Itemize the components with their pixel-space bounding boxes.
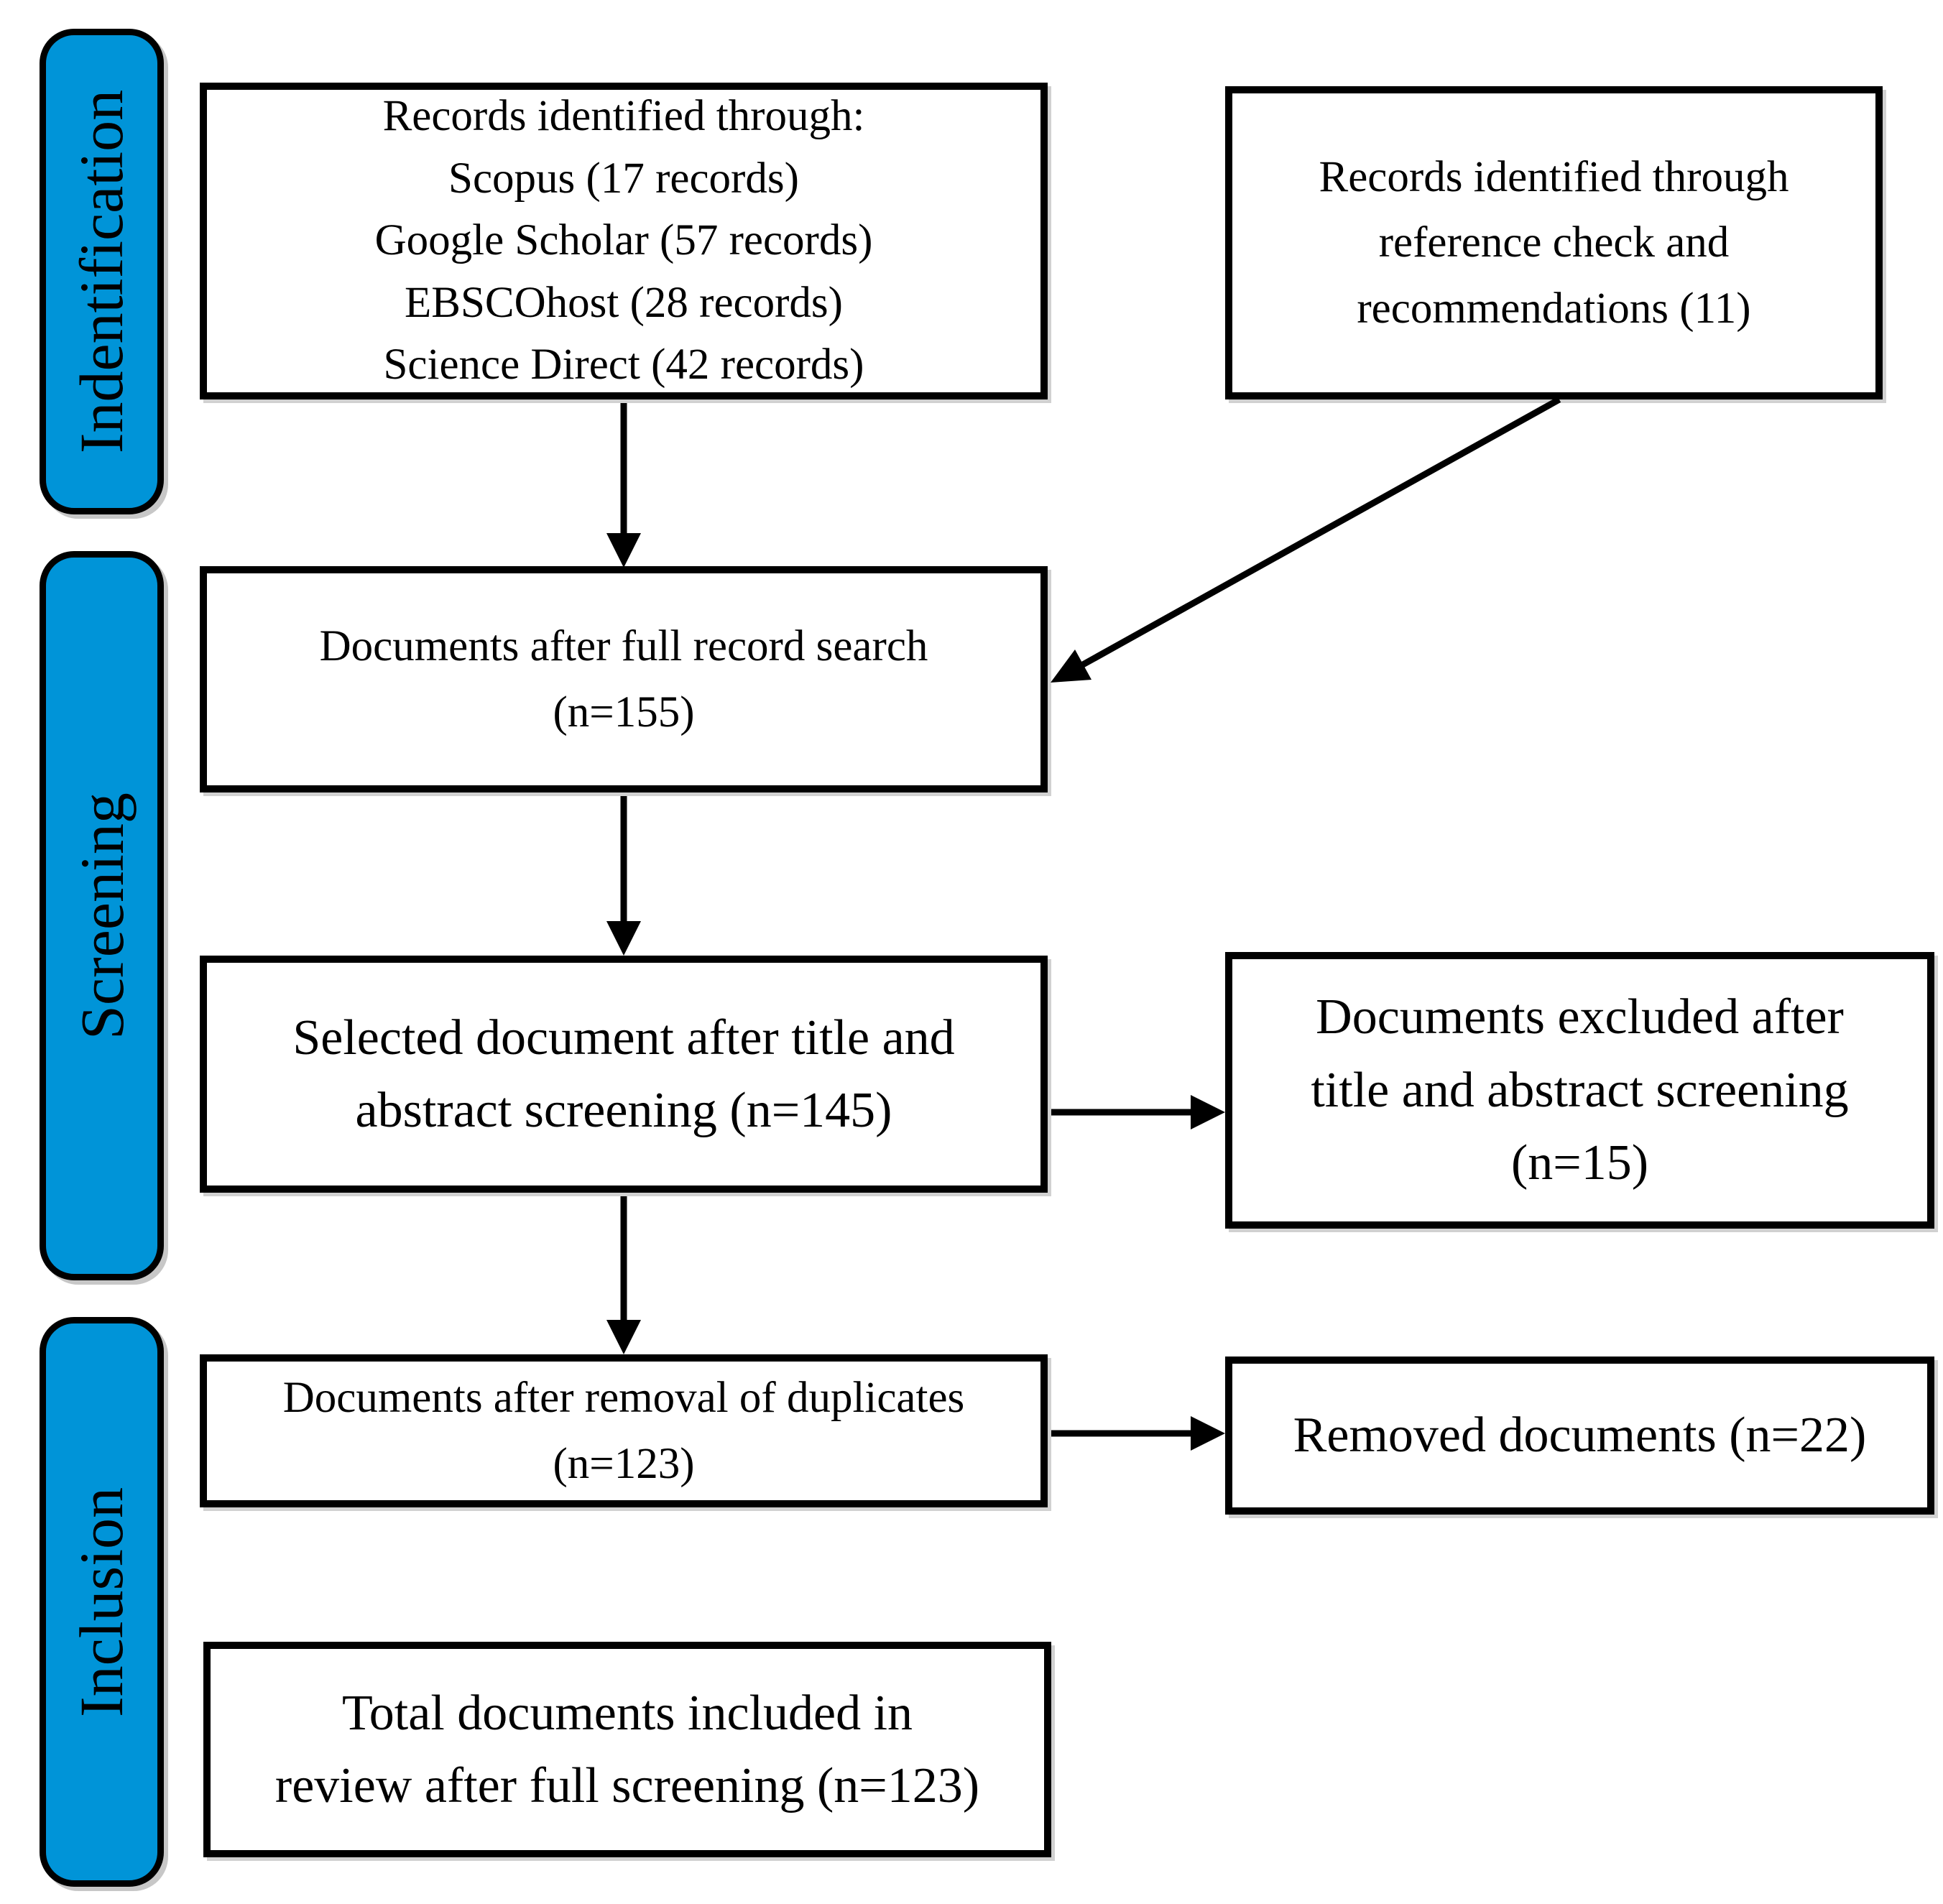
box-total-included-line: Total documents included in (341, 1685, 913, 1741)
arrowhead-selected-to-duplicates (606, 1320, 641, 1354)
arrow-reference-to-fullsearch (1081, 397, 1561, 667)
box-after-duplicate-removal-line: (n=123) (553, 1439, 695, 1488)
box-excluded-after-screening-line: (n=15) (1510, 1135, 1649, 1191)
box-full-record-search: Documents after full record search (n=15… (200, 566, 1048, 792)
box-selected-after-screening-line: abstract screening (n=145) (355, 1083, 892, 1138)
box-total-included: Total documents included in review after… (203, 1642, 1051, 1857)
box-excluded-after-screening-line: title and abstract screening (1311, 1062, 1849, 1118)
box-records-identified-line: Science Direct (42 records) (383, 341, 864, 389)
arrowhead-fullsearch-to-selected (606, 921, 641, 956)
stage-screening: Screening (40, 551, 164, 1280)
box-records-identified: Records identified through: Scopus (17 r… (200, 83, 1048, 399)
box-records-identified-line: Records identified through: (382, 91, 865, 140)
box-removed-documents-line: Removed documents (n=22) (1293, 1408, 1867, 1464)
stage-identification-label: Indentification (67, 89, 137, 454)
box-excluded-after-screening: Documents excluded after title and abstr… (1225, 952, 1934, 1229)
stage-inclusion: Inclusion (40, 1317, 164, 1887)
box-excluded-after-screening-line: Documents excluded after (1316, 989, 1844, 1045)
box-selected-after-screening: Selected document after title and abstra… (200, 956, 1048, 1193)
arrowhead-identified-to-fullsearch (606, 533, 641, 568)
stage-screening-label: Screening (67, 792, 137, 1040)
box-records-identified-line: Scopus (17 records) (448, 154, 799, 203)
box-full-record-search-line: (n=155) (553, 688, 695, 736)
arrowhead-selected-to-excluded (1191, 1095, 1225, 1129)
box-reference-check-line: recommendations (11) (1357, 284, 1751, 333)
box-after-duplicate-removal: Documents after removal of duplicates (n… (200, 1354, 1048, 1507)
stage-inclusion-label: Inclusion (67, 1487, 137, 1717)
arrowhead-reference-to-fullsearch (1051, 650, 1092, 683)
box-reference-check-line: reference check and (1378, 218, 1730, 267)
stage-identification: Indentification (40, 29, 164, 514)
box-records-identified-line: Google Scholar (57 records) (374, 216, 873, 265)
box-reference-check: Records identified through reference che… (1225, 86, 1883, 399)
box-removed-documents: Removed documents (n=22) (1225, 1357, 1934, 1515)
box-after-duplicate-removal-line: Documents after removal of duplicates (282, 1374, 965, 1422)
box-reference-check-line: Records identified through (1319, 152, 1789, 201)
box-records-identified-line: EBSCOhost (28 records) (405, 278, 843, 327)
box-total-included-line: review after full screening (n=123) (274, 1758, 980, 1813)
box-selected-after-screening-line: Selected document after title and (292, 1009, 955, 1066)
box-full-record-search-line: Documents after full record search (319, 622, 928, 670)
arrowhead-duplicates-to-removed (1191, 1416, 1225, 1451)
